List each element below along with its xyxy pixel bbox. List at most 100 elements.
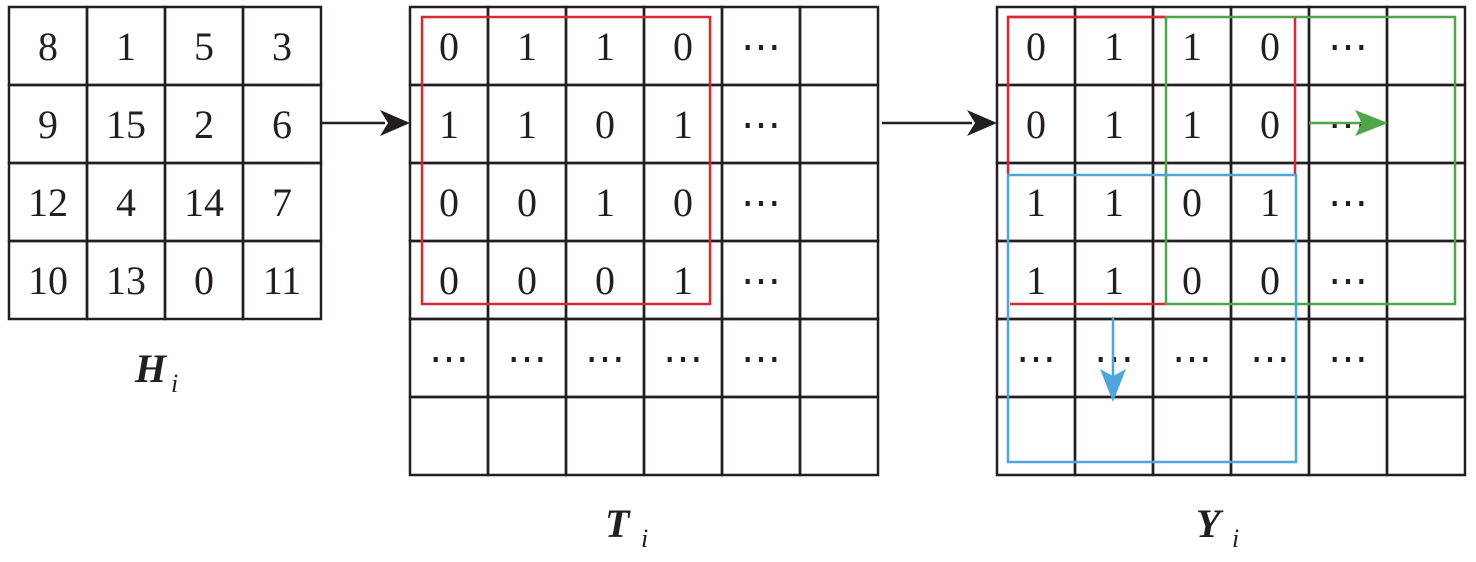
cell-value: ⋯ <box>585 336 625 381</box>
cell-value: ⋯ <box>507 336 547 381</box>
matrix-cell <box>1385 161 1467 243</box>
cell-value: 1 <box>673 258 693 303</box>
cell-value: ⋯ <box>741 24 781 69</box>
matrix-cell <box>642 395 724 477</box>
window-shift-right <box>1164 15 1457 306</box>
matrix-cell <box>1385 239 1467 321</box>
cell-value: 0 <box>1026 24 1046 69</box>
cell-value: 4 <box>116 180 136 225</box>
cell-value: 1 <box>1026 258 1046 303</box>
window-initial-t <box>420 15 712 306</box>
cell-value: 12 <box>28 180 68 225</box>
cell-value: ⋯ <box>1328 258 1368 303</box>
matrix-cell <box>798 317 880 399</box>
cell-value: 0 <box>1026 102 1046 147</box>
cell-value: 1 <box>1182 24 1202 69</box>
cell-value: ⋯ <box>1172 336 1212 381</box>
cell-value: 1 <box>1104 102 1124 147</box>
cell-value: 1 <box>116 24 136 69</box>
cell-value: 1 <box>1104 180 1124 225</box>
matrix-label-subscript: i <box>641 524 648 553</box>
cell-value: ⋯ <box>741 258 781 303</box>
cell-value: 1 <box>595 24 615 69</box>
matrix-cell <box>486 395 568 477</box>
arrow-down-icon <box>1100 317 1126 402</box>
matrix-label-subscript: i <box>1232 524 1239 553</box>
matrix-cell <box>1307 395 1389 477</box>
cell-value: 9 <box>38 102 58 147</box>
cell-value: 6 <box>272 102 292 147</box>
cell-value: 1 <box>595 180 615 225</box>
cell-value: 0 <box>194 258 214 303</box>
cell-value: 0 <box>439 24 459 69</box>
matrix-cell <box>1385 395 1467 477</box>
cell-value: 1 <box>1026 180 1046 225</box>
matrix-cell <box>1385 83 1467 165</box>
matrix-cell <box>564 395 646 477</box>
arrow-right-icon <box>1309 110 1388 136</box>
cell-value: 0 <box>1260 24 1280 69</box>
arrow-t-to-y <box>882 110 997 136</box>
matrix-cell <box>798 395 880 477</box>
cell-value: 0 <box>439 258 459 303</box>
cell-value: 0 <box>1182 180 1202 225</box>
cell-value: 8 <box>38 24 58 69</box>
cell-value: 10 <box>28 258 68 303</box>
cell-value: ⋯ <box>1016 336 1056 381</box>
cell-value: ⋯ <box>1328 336 1368 381</box>
cell-value: ⋯ <box>663 336 703 381</box>
cell-value: 0 <box>1260 258 1280 303</box>
cell-value: 1 <box>517 102 537 147</box>
matrix-label: T <box>605 501 631 546</box>
cell-value: 2 <box>194 102 214 147</box>
matrix-cell <box>798 239 880 321</box>
cell-value: 0 <box>439 180 459 225</box>
matrix-label: Y <box>1196 501 1224 546</box>
matrix-cell <box>408 395 490 477</box>
cell-value: ⋯ <box>741 180 781 225</box>
cell-value: 0 <box>595 258 615 303</box>
matrix-label: H <box>134 346 168 391</box>
window-initial-y <box>1006 15 1297 306</box>
cell-value: 0 <box>595 102 615 147</box>
matrix-cell <box>720 395 802 477</box>
window-shift-down <box>1006 173 1298 464</box>
matrix-cell <box>798 161 880 243</box>
cell-value: 0 <box>1182 258 1202 303</box>
cell-value: 0 <box>1260 102 1280 147</box>
matrix-cell <box>1229 395 1311 477</box>
cell-value: 14 <box>184 180 224 225</box>
matrix-cell <box>241 239 323 321</box>
cell-value: ⋯ <box>1328 24 1368 69</box>
cell-value: 0 <box>517 180 537 225</box>
cell-value: 1 <box>1182 102 1202 147</box>
cell-value: 5 <box>194 24 214 69</box>
cell-value: 3 <box>272 24 292 69</box>
cell-value: 7 <box>272 180 292 225</box>
cell-value: ⋯ <box>1250 336 1290 381</box>
cell-value: ⋯ <box>741 102 781 147</box>
matrix-cell <box>798 83 880 165</box>
cell-value: 1 <box>517 24 537 69</box>
matrix-label-subscript: i <box>171 369 178 398</box>
cell-value: 1 <box>1104 258 1124 303</box>
cell-value: 1 <box>439 102 459 147</box>
cell-value: ⋯ <box>1328 180 1368 225</box>
matrix-cell <box>1385 317 1467 399</box>
cell-value: ⋯ <box>741 336 781 381</box>
cell-value: 1 <box>673 102 693 147</box>
cell-value: 1 <box>1104 24 1124 69</box>
arrow-h-to-t <box>322 110 410 136</box>
cell-value: 15 <box>106 102 146 147</box>
matrix-cell <box>1385 5 1467 87</box>
cell-value: ⋯ <box>429 336 469 381</box>
cell-value: 11 <box>263 258 302 303</box>
cell-value: 0 <box>673 180 693 225</box>
cell-value: 1 <box>1260 180 1280 225</box>
cell-value: 13 <box>106 258 146 303</box>
matrix-cell <box>1073 395 1155 477</box>
